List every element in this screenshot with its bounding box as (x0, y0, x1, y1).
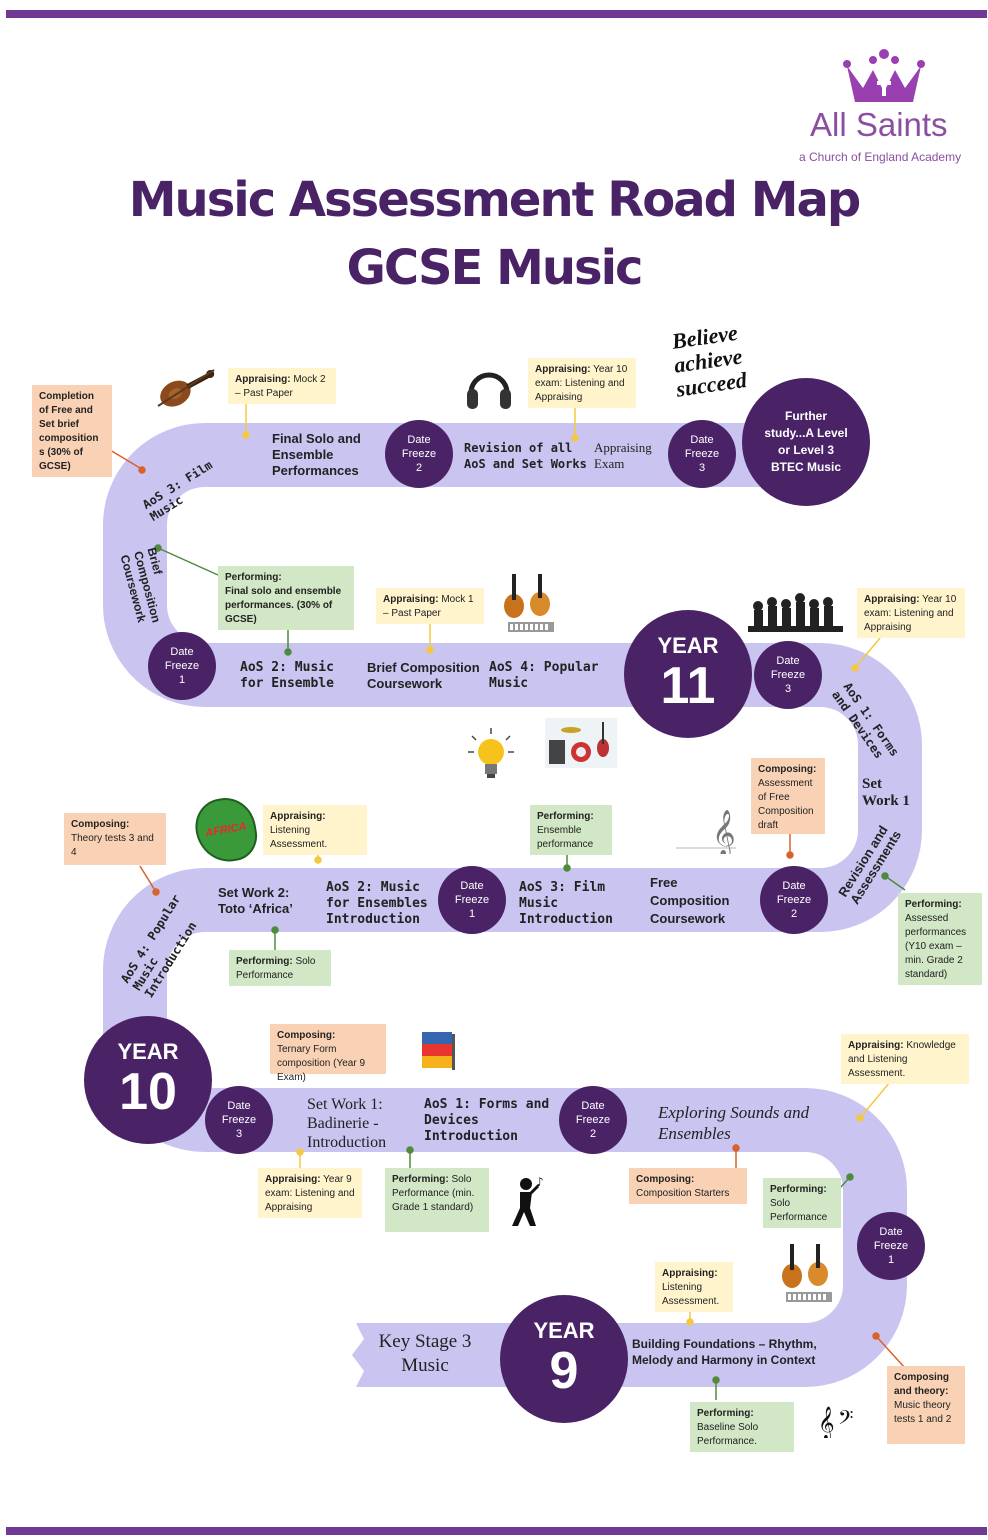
set-work1-right-label: Set Work 1 (862, 776, 910, 809)
further-study-text: Further study...A Level or Level 3 BTEC … (764, 409, 848, 474)
note-baseline: Performing:Baseline Solo Performance. (690, 1402, 794, 1452)
year-10-number: 10 (119, 1063, 177, 1121)
further-study-circle: Further study...A Level or Level 3 BTEC … (742, 378, 870, 506)
aos4-popular-label: AoS 4: Popular Music (489, 660, 599, 691)
treble-clef-icon: 𝄞 (676, 810, 736, 854)
note-y10exam-top: Appraising: Year 10 exam: Listening and … (528, 358, 636, 408)
note-completion: Completion of Free and Set brief composi… (32, 385, 112, 477)
note-free-draft: Composing:Assessment of Free Composition… (751, 758, 825, 834)
exploring-sounds-label: Exploring Sounds and Ensembles (658, 1103, 810, 1143)
violin-icon (157, 369, 215, 407)
page-title: Music Assessment Road Map (128, 172, 861, 228)
note-starters: Composing:Composition Starters (629, 1168, 747, 1204)
svg-text:𝄢: 𝄢 (838, 1406, 853, 1434)
band-instruments-icon (545, 718, 617, 768)
revision-all-label: Revision of all AoS and Set Works (464, 441, 587, 471)
year-9-label: YEAR (533, 1318, 595, 1343)
year-11-label: YEAR (657, 633, 719, 658)
year-10-circle: YEAR 10 (84, 1016, 212, 1144)
aos3-film-intro-label: AoS 3: Film Music Introduction (519, 880, 613, 927)
year-10-label: YEAR (117, 1039, 179, 1064)
guitars-keyboard-icon (504, 574, 554, 632)
set-work2-africa-label: Set Work 2: Toto ‘Africa’ (218, 885, 293, 916)
note-final-perf: Performing:Final solo and ensemble perfo… (218, 566, 354, 630)
note-assessed-perf: Performing:Assessed performances (Y10 ex… (898, 893, 982, 985)
orchestra-icon (748, 593, 843, 632)
blocks-icon (422, 1032, 455, 1070)
year-9-circle: YEAR 9 (500, 1295, 628, 1423)
singer-icon: ♪ (512, 1175, 544, 1226)
note-theory12: Composing and theory:Music theory tests … (887, 1366, 965, 1444)
note-mock2: Appraising: Mock 2 – Past Paper (228, 368, 336, 404)
lightbulb-icon (468, 728, 514, 778)
brief-composition-label: Brief Composition Coursework (367, 660, 480, 691)
final-solo-label: Final Solo and Ensemble Performances (272, 431, 361, 478)
set-work1-badinerie-label: Set Work 1: Badinerie - Introduction (307, 1096, 387, 1151)
ks3-label: Key Stage 3 Music (378, 1331, 472, 1376)
believe-icon: Believe achieve succeed (670, 319, 749, 402)
note-solo9: Performing: Solo Performance (min. Grade… (385, 1168, 489, 1232)
appraising-exam-label: Appraising Exam (594, 440, 652, 471)
logo-name: All Saints (810, 106, 948, 143)
note-ternary: Composing:Ternary Form composition (Year… (270, 1024, 386, 1083)
note-mock1: Appraising: Mock 1 – Past Paper (376, 588, 484, 624)
svg-text:𝄞: 𝄞 (712, 810, 736, 854)
note-knowledge: Appraising: Knowledge and Listening Asse… (841, 1034, 969, 1084)
aos1-forms-intro-label: AoS 1: Forms and Devices Introduction (424, 1097, 550, 1144)
note-theory34: Composing:Theory tests 3 and 4 (64, 813, 166, 865)
note-listening10: Appraising:Listening Assessment. (263, 805, 367, 855)
note-y9exam: Appraising: Year 9 exam: Listening and A… (258, 1168, 362, 1218)
logo-tagline: a Church of England Academy (799, 150, 962, 164)
bottom-border (6, 1527, 987, 1535)
note-solo9b: Performing:Solo Performance (763, 1178, 841, 1228)
year-11-circle: YEAR 11 (624, 610, 752, 738)
note-listening9: Appraising:Listening Assessment. (655, 1262, 733, 1312)
crown-cross-icon (843, 49, 925, 102)
aos2-ensembles-intro-label: AoS 2: Music for Ensembles Introduction (326, 880, 428, 927)
svg-text:♪: ♪ (536, 1175, 544, 1189)
note-y10exam-right: Appraising: Year 10 exam: Listening and … (857, 588, 965, 638)
guitars-keyboard-icon-2 (782, 1244, 832, 1302)
note-ensemble-perf: Performing:Ensemble performance (530, 805, 612, 855)
top-border (6, 10, 987, 18)
headphones-icon (467, 372, 511, 409)
building-foundations-label: Building Foundations – Rhythm, Melody an… (632, 1337, 817, 1367)
note-solo10: Performing: Solo Performance (229, 950, 331, 986)
svg-text:𝄞: 𝄞 (818, 1406, 835, 1438)
year-11-number: 11 (660, 657, 716, 715)
clefs-icon: 𝄞 𝄢 (818, 1406, 853, 1438)
free-composition-label: Free Composition Coursework (650, 875, 730, 926)
page-subtitle: GCSE Music (346, 240, 644, 296)
aos2-ensemble-label: AoS 2: Music for Ensemble (240, 660, 334, 691)
year-9-number: 9 (549, 1342, 579, 1400)
